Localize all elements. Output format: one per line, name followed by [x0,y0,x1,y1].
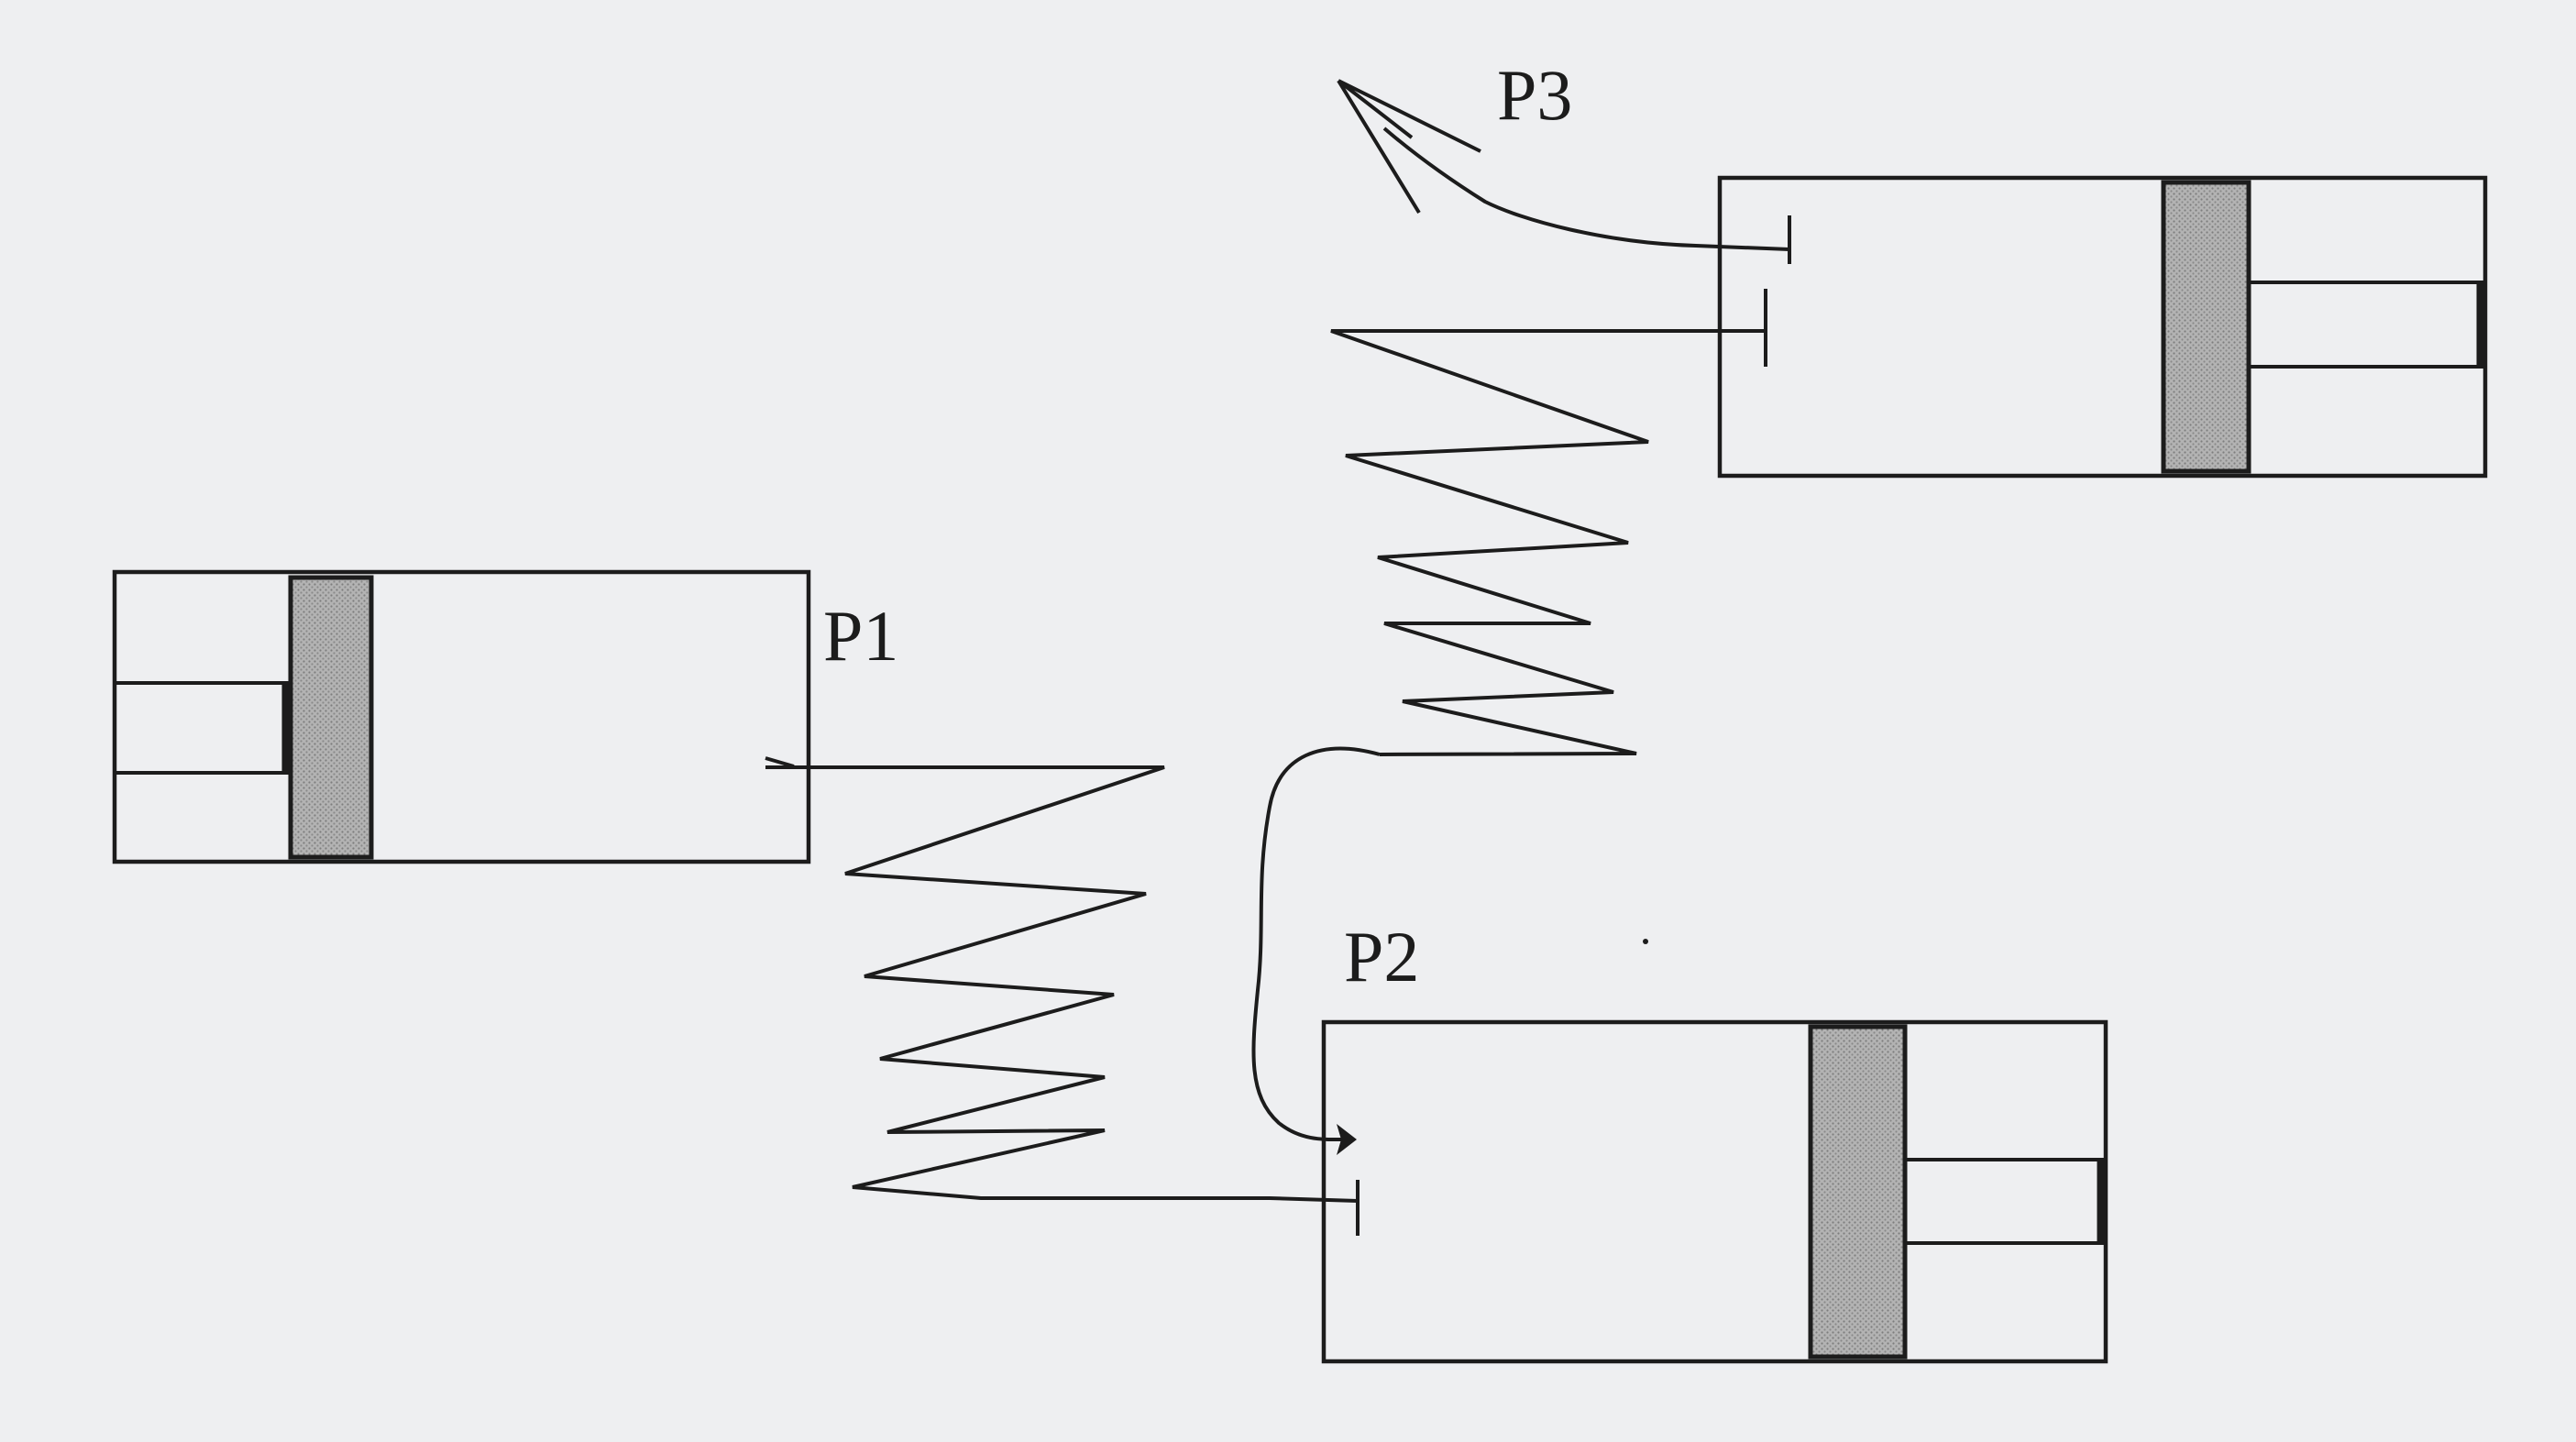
cylinder-p3 [1717,175,2488,479]
arrow-head-p2 [1337,1124,1357,1155]
stray-dot [1643,939,1648,944]
piston-p2 [1808,1024,1908,1359]
piston-p3 [2161,180,2251,474]
piston-p1 [288,575,374,860]
cylinder-p2 [1321,1019,2108,1364]
port-p1 [765,756,795,768]
pipe-p3-to-p2 [1251,746,1381,1142]
exhaust-p3 [1382,127,1790,251]
spring-p3 [1330,329,1766,756]
cylinder-p1 [112,569,811,864]
spring-p1-p2 [765,765,1359,1203]
label-p3: P3 [1497,55,1572,135]
label-p1: P1 [823,596,898,676]
exhaust-icon [1337,79,1481,215]
label-p2: P2 [1344,917,1419,996]
